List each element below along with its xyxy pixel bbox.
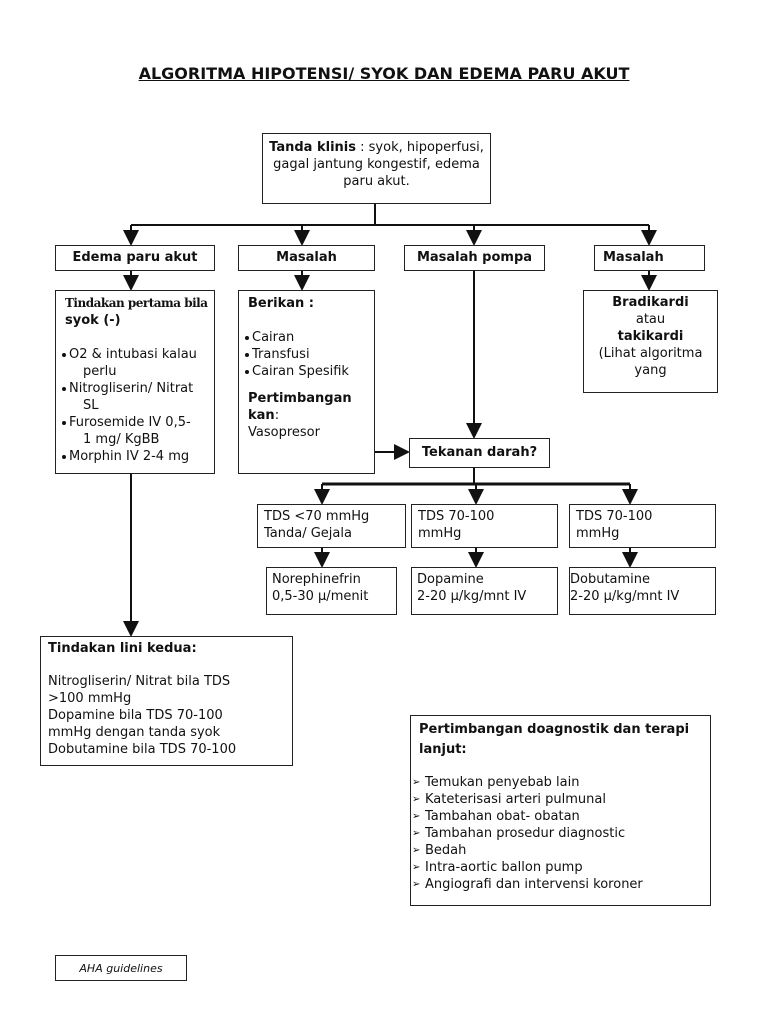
clinical-signs-label: Tanda klinis bbox=[269, 140, 356, 155]
pertimbangan-label: Pertimbangan kan bbox=[248, 391, 352, 423]
list-item: Cairan bbox=[245, 329, 374, 346]
clinical-signs-text: : syok, hipoperfusi, gagal jantung konge… bbox=[273, 140, 484, 189]
second-line-heading: Tindakan lini kedua: bbox=[48, 641, 197, 656]
edema-box: Edema paru akut bbox=[55, 245, 215, 271]
further-therapy-heading: Pertimbangan doagnostik dan terapi lanju… bbox=[419, 722, 690, 757]
edema-heading-2: syok (-) bbox=[65, 313, 121, 328]
text-line: Dobutamine bila TDS 70-100 bbox=[48, 742, 237, 757]
edema-action-box: Tindakan pertama bila syok (-) O2 & intu… bbox=[55, 290, 215, 474]
text-line: Dopamine bila TDS 70-100 bbox=[48, 708, 223, 723]
list-item: Tambahan obat- obatan bbox=[412, 808, 703, 825]
text-line: mmHg dengan tanda syok bbox=[48, 725, 221, 740]
pompa-box: Masalah pompa bbox=[404, 245, 545, 271]
berikan-heading: Berikan : bbox=[248, 296, 314, 311]
list-item: Furosemide IV 0,5-1 mg/ KgBB bbox=[62, 414, 214, 448]
clinical-signs-box: Tanda klinis : syok, hipoperfusi, gagal … bbox=[262, 133, 491, 204]
list-item: Angiografi dan intervensi koroner bbox=[412, 876, 703, 893]
list-item: Kateterisasi arteri pulmunal bbox=[412, 791, 703, 808]
takikardi-label: takikardi bbox=[617, 329, 684, 344]
bradikardi-label: Bradikardi bbox=[612, 295, 689, 310]
list-item: Bedah bbox=[412, 842, 703, 859]
list-item: Transfusi bbox=[245, 346, 374, 363]
atau-text: atau bbox=[635, 312, 666, 327]
list-item: Cairan Spesifik bbox=[245, 363, 374, 380]
drug-box: Dopamine 2-20 µ/kg/mnt IV bbox=[411, 567, 558, 615]
see-algorithm-text: (Lihat algoritma yang bbox=[598, 346, 703, 378]
further-therapy-box: Pertimbangan doagnostik dan terapi lanju… bbox=[410, 715, 711, 906]
edema-heading-1: Tindakan pertama bila bbox=[65, 296, 208, 310]
list-item: Temukan penyebab lain bbox=[412, 774, 703, 791]
tekanan-box: Tekanan darah? bbox=[409, 438, 550, 468]
second-line-box: Tindakan lini kedua: Nitrogliserin/ Nitr… bbox=[40, 636, 293, 766]
berikan-box: Berikan : Cairan Transfusi Cairan Spesif… bbox=[238, 290, 375, 474]
page-title: ALGORITMA HIPOTENSI/ SYOK DAN EDEMA PARU… bbox=[138, 64, 630, 83]
masalah-right-box: Masalah bbox=[594, 245, 705, 271]
vasopresor-text: Vasopresor bbox=[248, 425, 320, 440]
text-line: >100 mmHg bbox=[48, 691, 132, 706]
brady-box: Bradikardi atau takikardi (Lihat algorit… bbox=[583, 290, 718, 393]
list-item: Intra-aortic ballon pump bbox=[412, 859, 703, 876]
footer-note: AHA guidelines bbox=[55, 955, 187, 981]
text-line: Nitrogliserin/ Nitrat bila TDS bbox=[48, 674, 231, 689]
list-item: Tambahan prosedur diagnostic bbox=[412, 825, 703, 842]
list-item: Morphin IV 2-4 mg bbox=[62, 448, 214, 465]
masalah-box: Masalah bbox=[238, 245, 375, 271]
colon: : bbox=[274, 408, 280, 423]
